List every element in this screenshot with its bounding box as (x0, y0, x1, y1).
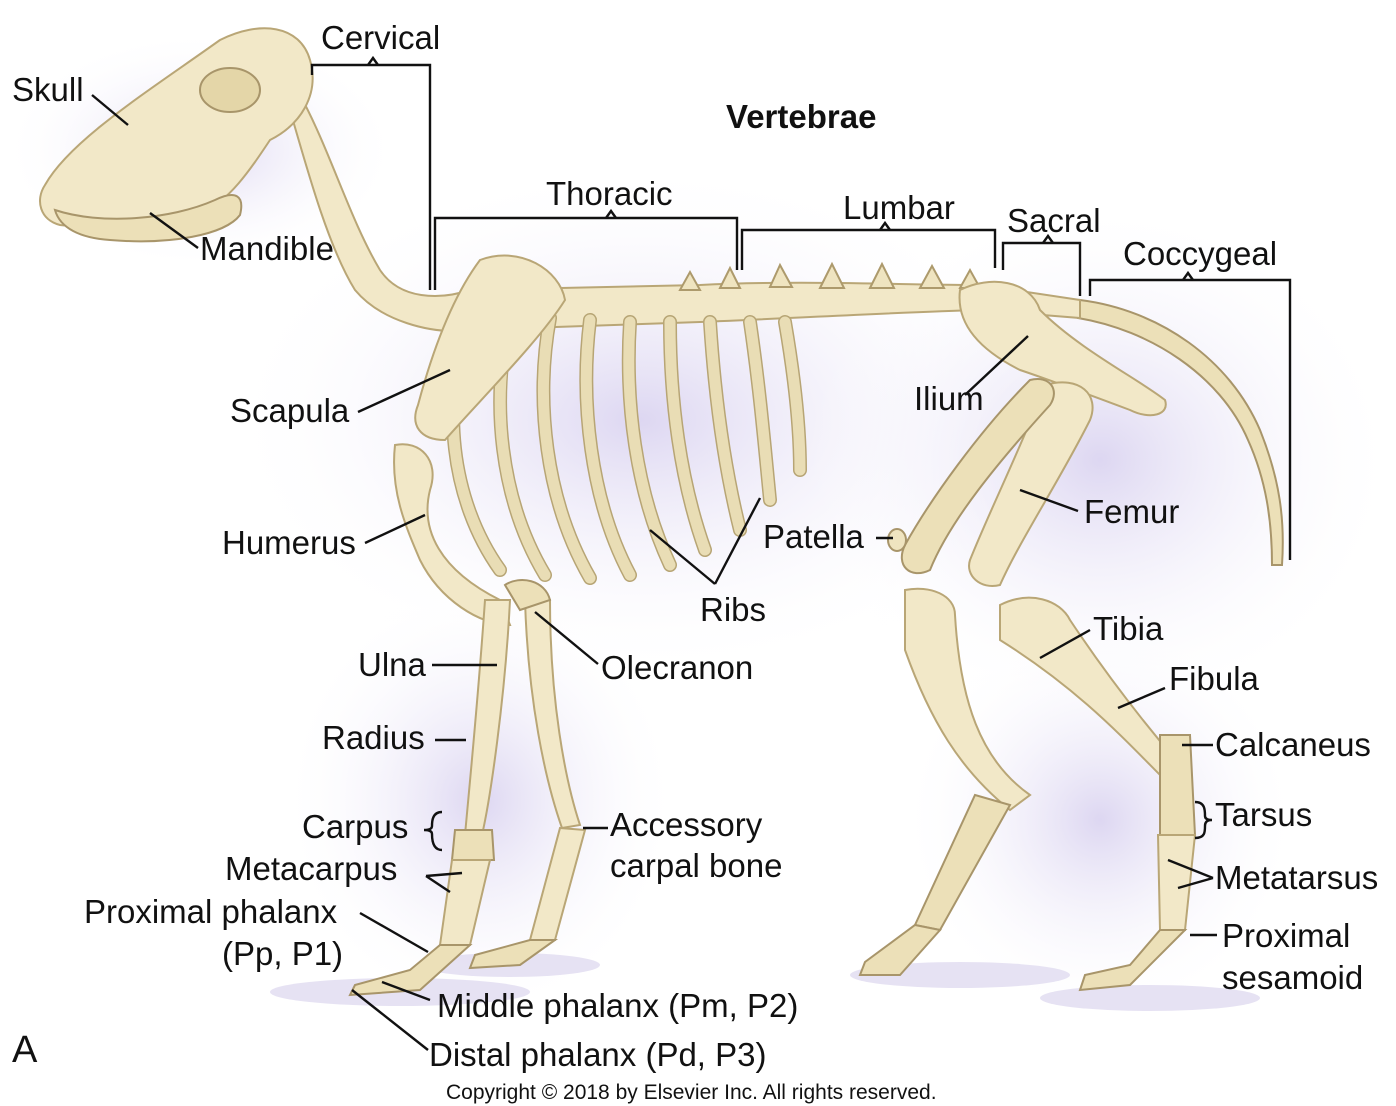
tarsus-brace (1194, 800, 1213, 840)
carpus-brace (423, 810, 443, 852)
sacral-bracket (1001, 241, 1082, 296)
cervical-label: Cervical (321, 19, 441, 56)
tarsus-near (1159, 734, 1197, 836)
patella-bone (887, 528, 907, 552)
lumbar-bracket (740, 228, 997, 270)
humerus-label: Humerus (222, 524, 356, 561)
vertebrae-heading: Vertebrae (726, 98, 877, 135)
leader-lines (91, 94, 1217, 1051)
orbit (199, 67, 261, 113)
accessory-carpal-label-line1: Accessory (610, 806, 763, 843)
middle-phalanx-label: Middle phalanx (Pm, P2) (437, 987, 799, 1024)
thoracic-bracket (433, 216, 739, 290)
hind-phalanges-far (858, 923, 942, 976)
metacarpus-label: Metacarpus (225, 850, 398, 887)
proximal-phalanx-abbrev-label: (Pp, P1) (222, 935, 344, 972)
fibula-label: Fibula (1169, 660, 1259, 697)
cervical-bracket (310, 63, 432, 290)
phalanges-back (468, 939, 559, 970)
ribs-label: Ribs (700, 591, 767, 628)
metatarsus-label: Metatarsus (1215, 859, 1379, 896)
ulna-radius-back (523, 599, 582, 830)
figure-letter: A (12, 1029, 38, 1071)
coccygeal-tail (1076, 298, 1284, 566)
carpus-label: Carpus (302, 808, 409, 845)
ulna-label: Ulna (358, 646, 426, 683)
calcaneus-label: Calcaneus (1215, 726, 1371, 763)
mandible-label: Mandible (200, 230, 334, 267)
femur-far (900, 378, 1055, 575)
distal-phalanx-label: Distal phalanx (Pd, P3) (429, 1036, 767, 1073)
skull-label: Skull (12, 71, 84, 108)
humerus-bone (393, 443, 512, 627)
thoracic-label: Thoracic (546, 175, 673, 212)
copyright-notice: Copyright © 2018 by Elsevier Inc. All ri… (446, 1081, 937, 1104)
tibia-far (904, 587, 1032, 812)
proximal-phalanx-label: Proximal phalanx (84, 893, 338, 930)
mandible-bone (53, 194, 243, 243)
carpus-front (450, 829, 496, 861)
proximal-sesamoid-label-line2: sesamoid (1222, 959, 1364, 996)
sacral-label: Sacral (1007, 202, 1101, 239)
olecranon-label: Olecranon (601, 649, 754, 686)
coccygeal-label: Coccygeal (1123, 235, 1278, 272)
proximal-sesamoid-label-line1: Proximal (1222, 917, 1351, 954)
femur-bone (968, 381, 1094, 587)
pelvis-bone (958, 280, 1167, 417)
phalanges-front (348, 944, 473, 997)
lumbar-label: Lumbar (843, 189, 955, 226)
scapula-bone (414, 254, 567, 442)
coccygeal-bracket (1088, 278, 1292, 560)
hind-phalanges-near (1078, 929, 1188, 992)
accessory-carpal-label-line2: carpal bone (610, 847, 783, 884)
olecranon-bone (503, 579, 552, 612)
patella-label: Patella (763, 518, 864, 555)
femur-label: Femur (1084, 493, 1180, 530)
tibia-bone (999, 596, 1182, 782)
rib-cage (446, 311, 807, 585)
scapula-label: Scapula (230, 392, 350, 429)
radius-label: Radius (322, 719, 425, 756)
vertebrae-brackets (310, 55, 1292, 560)
ilium-label: Ilium (914, 380, 984, 417)
tibia-label: Tibia (1093, 610, 1164, 647)
tarsus-label: Tarsus (1215, 796, 1313, 833)
